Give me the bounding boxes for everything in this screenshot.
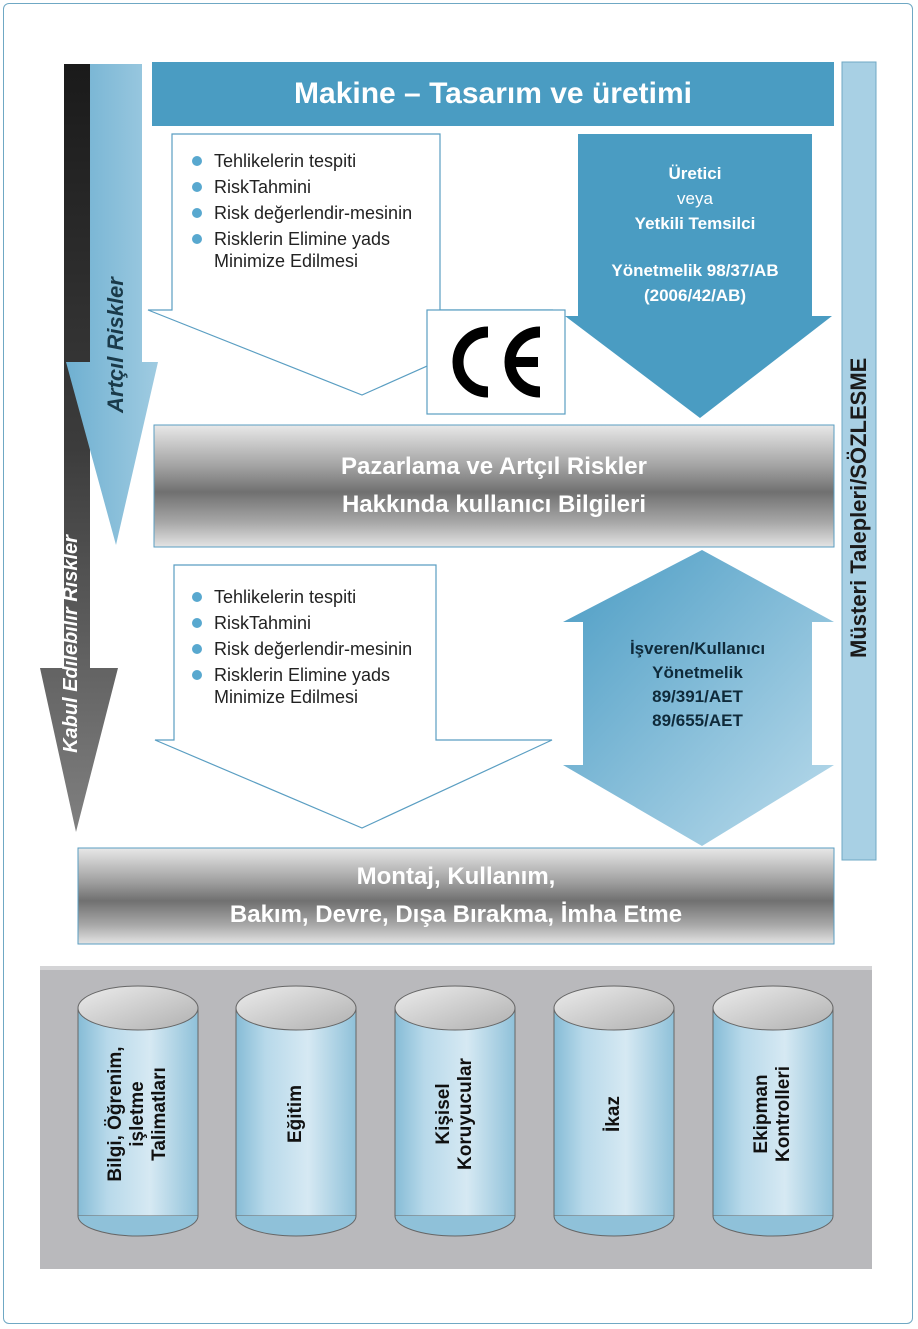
pillar-1: [77, 985, 199, 1237]
acceptable-risks-arrow: [40, 64, 118, 832]
manufacturer-representative: Yetkili Temsilci: [634, 213, 756, 233]
top-step-item: Risklerin Elimine yads Minimize Edilmesi: [188, 228, 428, 272]
diagram-frame: [3, 3, 913, 1324]
bottom-step-item: RiskTahmini: [188, 612, 428, 634]
acceptable-risks-label: Kabul Edilebilir Riskler: [60, 535, 82, 753]
bottom-step-item: Risklerin Elimine yads Minimize Edilmesi: [188, 664, 428, 708]
client-demands-label: Müsteri Talepleri/SÖZLESME: [846, 357, 871, 658]
marketing-bar-bg: [153, 424, 835, 548]
marketing-line-1: Pazarlama ve Artçıl Riskler: [341, 453, 647, 480]
employer-arrow: [563, 550, 834, 846]
manufacturer-title: Üretici: [668, 163, 722, 183]
base-top-highlight: [40, 966, 872, 970]
title-bar-bg: [152, 62, 834, 126]
page-title: Makine – Tasarım ve üretimi: [294, 77, 692, 110]
manufacturer-directive-new: (2006/42/AB): [643, 285, 747, 305]
employer-regulation: Yönetmelik: [652, 663, 743, 682]
employer-title: İşveren/Kullanıcı: [629, 639, 766, 658]
bottom-steps-arrow: [154, 564, 553, 829]
top-steps-list: Tehlikelerin tespiti RiskTahmini Risk de…: [188, 150, 428, 276]
manufacturer-directive: Yönetmelik 98/37/AB: [611, 260, 779, 280]
residual-risks-arrow: [66, 64, 158, 545]
manufacturer-block: Üretici veya Yetkili Temsilci Yönetmelik…: [578, 148, 812, 320]
pillar-4: [553, 985, 675, 1237]
ce-mark-logo: [452, 326, 541, 398]
employer-directive-2: 89/655/AET: [652, 711, 743, 730]
pillar-4-label: İkaz: [603, 1096, 624, 1132]
bottom-steps-list: Tehlikelerin tespiti RiskTahmini Risk de…: [188, 586, 428, 712]
employer-block: İşveren/Kullanıcı Yönetmelik 89/391/AET …: [583, 622, 812, 748]
bottom-step-item: Risk değerlendir-mesinin: [188, 638, 428, 660]
usage-line-2: Bakım, Devre, Dışa Bırakma, İmha Etme: [229, 901, 683, 928]
pillar-3: [394, 985, 516, 1237]
usage-line-1: Montaj, Kullanım,: [356, 863, 556, 890]
marketing-block: Pazarlama ve Artçıl Riskler Hakkında kul…: [154, 425, 834, 547]
top-step-item: Tehlikelerin tespiti: [188, 150, 428, 172]
pillar-3-label: Kişisel Koruyucular: [433, 1058, 476, 1170]
usage-block: Montaj, Kullanım, Bakım, Devre, Dışa Bır…: [78, 848, 834, 944]
residual-risks-label: Artçıl Riskler: [103, 277, 128, 413]
manufacturer-or: veya: [677, 188, 713, 208]
pillar-2-label: Eğitim: [285, 1084, 306, 1144]
usage-bar-bg: [77, 847, 835, 945]
pillar-5-label: Ekipman Kontrolleri: [751, 1065, 794, 1163]
ce-box: [426, 309, 566, 415]
employer-directive-1: 89/391/AET: [652, 687, 743, 706]
pillar-1-label: Bilgi, Öğrenim, işletme Talimatları: [105, 1046, 170, 1182]
top-step-item: Risk değerlendir-mesinin: [188, 202, 428, 224]
pillar-5: [712, 985, 834, 1237]
pillar-2: [235, 985, 357, 1237]
top-step-item: RiskTahmini: [188, 176, 428, 198]
bottom-step-item: Tehlikelerin tespiti: [188, 586, 428, 608]
manufacturer-arrow: [565, 134, 832, 418]
marketing-line-2: Hakkında kullanıcı Bilgileri: [341, 491, 647, 518]
client-demands-bar: [841, 61, 877, 861]
